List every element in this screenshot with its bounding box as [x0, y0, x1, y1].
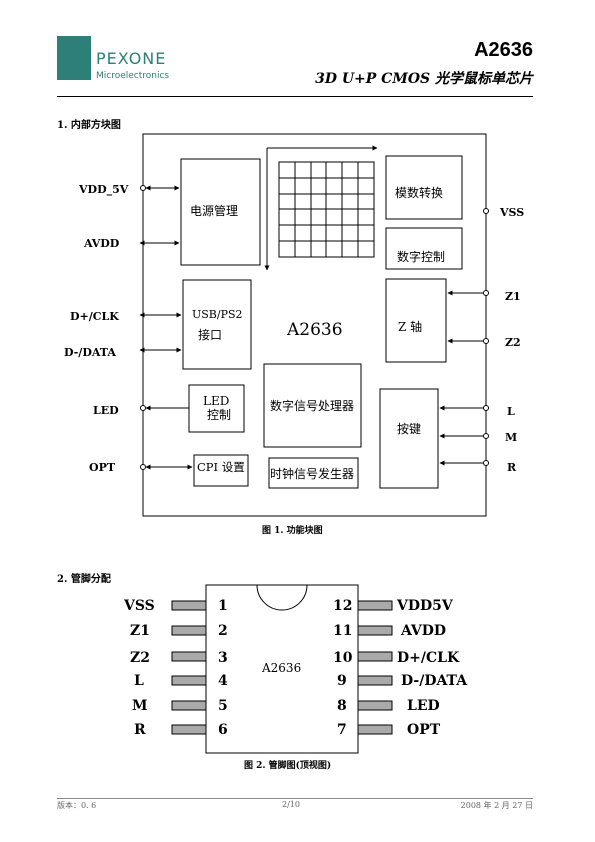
right-pin-name-9: D-/DATA — [401, 673, 468, 689]
footer-page-number: 2/10 — [282, 800, 300, 809]
right-pin-num-10: 10 — [333, 650, 353, 666]
adc-block — [385, 155, 463, 220]
dsp-label: 数字信号处理器 — [270, 398, 354, 413]
cpi-block — [193, 454, 249, 487]
package-chip-name: A2636 — [261, 661, 301, 675]
chip-name-label: A2636 — [286, 320, 343, 340]
pin1-notch — [256, 584, 308, 611]
clock-block — [268, 457, 359, 489]
footer-version: 版本：0. 6 — [57, 801, 97, 810]
right-pin-num-11: 11 — [333, 623, 352, 639]
clock-label: 时钟信号发生器 — [270, 466, 354, 481]
left-pin-num-4: 4 — [218, 673, 228, 689]
logo-subtext: Microelectronics — [96, 71, 170, 81]
pin-label-vdd5v: VDD_5V — [78, 183, 129, 197]
logo-mark — [57, 36, 91, 80]
sensor-array — [278, 161, 375, 258]
left-pin-name-4: L — [134, 673, 144, 689]
digital-ctrl-label: 数字控制 — [397, 249, 445, 264]
left-pin-num-6: 6 — [218, 722, 228, 738]
pin-label-r: R — [507, 461, 517, 474]
logo-text: PEXONE — [96, 49, 167, 68]
chip-outline — [142, 133, 487, 517]
led-label-line1: LED — [203, 394, 229, 408]
pin-label-ddata: D-/DATA — [64, 346, 116, 359]
power-block — [180, 158, 261, 266]
adc-label: 模数转换 — [395, 185, 443, 200]
left-pin-name-3: Z2 — [130, 650, 150, 666]
z-axis-block — [385, 278, 447, 363]
left-pin-num-5: 5 — [218, 698, 228, 714]
z-axis-label: Z 轴 — [398, 319, 422, 334]
dsp-block — [263, 363, 362, 448]
led-label-line2: 控制 — [207, 408, 231, 422]
header-divider — [57, 96, 533, 97]
usb-label-line1: USB/PS2 — [192, 308, 243, 321]
figure-2-caption: 图 2. 管脚图(顶视图) — [244, 761, 332, 771]
left-pin-name-5: M — [132, 698, 148, 714]
usb-label-line2: 接口 — [198, 327, 222, 342]
digital-ctrl-block — [385, 227, 463, 270]
left-pin-name-6: R — [134, 722, 146, 738]
keys-block — [379, 388, 439, 489]
left-connections — [139, 185, 193, 470]
pinout-diagram — [171, 584, 393, 754]
doc-subtitle: 3D U+P CMOS 光学鼠标单芯片 — [315, 71, 533, 87]
pin-label-m: M — [505, 431, 517, 444]
section-1-title: 1. 内部方块图 — [57, 120, 121, 131]
right-connections — [439, 208, 489, 466]
pin-label-z1: Z1 — [505, 290, 521, 303]
left-pin-name-2: Z1 — [130, 623, 150, 639]
cpi-label: CPI 设置 — [197, 460, 245, 474]
part-number: A2636 — [474, 39, 533, 61]
usb-block — [182, 279, 252, 370]
footer-date: 2008 年 2 月 27 日 — [460, 801, 533, 810]
pin-label-led: LED — [93, 404, 119, 417]
pin-label-avdd: AVDD — [83, 237, 120, 250]
pin-label-vss: VSS — [499, 206, 524, 219]
package-outline — [205, 584, 359, 754]
right-pin-name-11: AVDD — [400, 623, 446, 639]
left-pin-num-3: 3 — [218, 650, 228, 666]
left-pin-num-2: 2 — [218, 623, 228, 639]
right-pin-name-10: D+/CLK — [397, 650, 460, 666]
keys-label: 按键 — [397, 422, 421, 436]
right-pin-num-12: 12 — [333, 598, 352, 614]
figure-1-caption: 图 1. 功能块图 — [262, 526, 323, 536]
pin-label-l: L — [507, 405, 515, 418]
footer-divider — [57, 798, 533, 799]
pin-label-dclk: D+/CLK — [70, 310, 119, 323]
right-pin-num-8: 8 — [337, 698, 347, 714]
right-pin-name-8: LED — [407, 698, 440, 714]
right-pin-num-9: 9 — [337, 673, 347, 689]
power-label: 电源管理 — [190, 203, 238, 218]
right-pin-name-12: VDD5V — [396, 598, 454, 614]
pin-label-z2: Z2 — [505, 336, 521, 349]
left-pin-num-1: 1 — [218, 598, 228, 614]
right-pin-num-7: 7 — [337, 722, 347, 738]
section-2-title: 2. 管脚分配 — [57, 574, 111, 585]
right-pin-name-7: OPT — [407, 722, 441, 738]
pin-label-opt: OPT — [89, 461, 116, 474]
left-pin-name-1: VSS — [123, 598, 155, 614]
